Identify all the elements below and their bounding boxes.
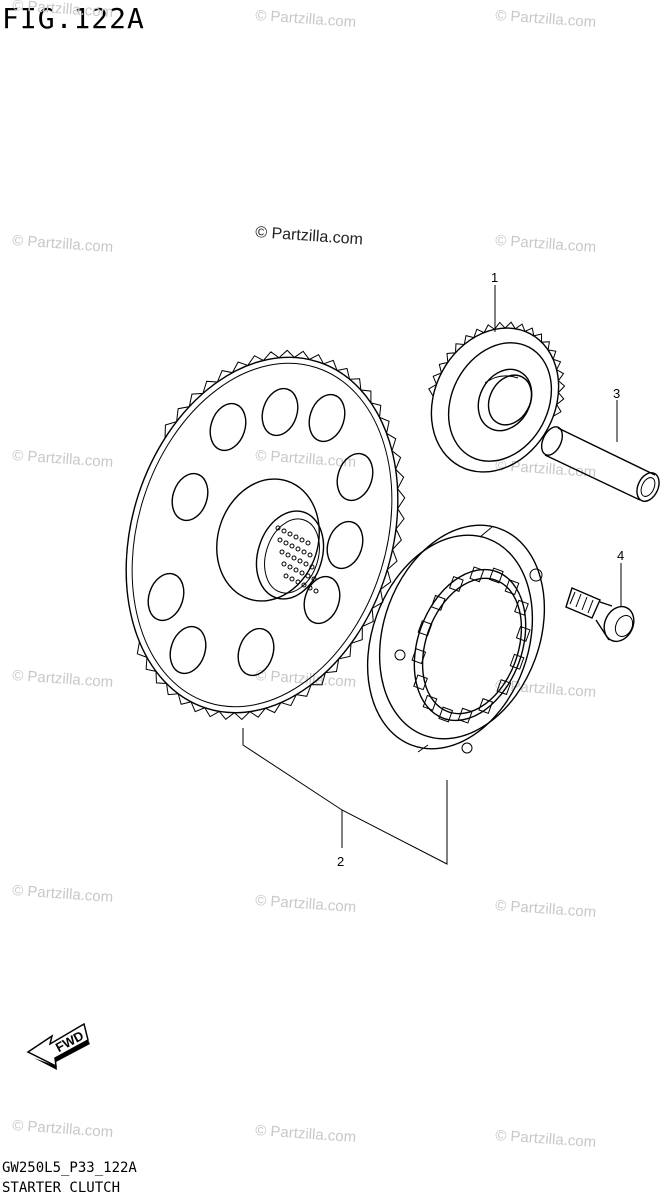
bearing-dot [281, 528, 287, 534]
clutch-roller [509, 653, 525, 670]
bearing-dot [311, 576, 317, 582]
watermark-text: © Partzilla.com [12, 0, 114, 21]
bearing-dot [281, 561, 287, 567]
bearing-dot [301, 582, 307, 588]
watermark-text: © Partzilla.com [495, 1127, 597, 1151]
gear-hole [326, 520, 364, 570]
bearing-dot [305, 573, 311, 579]
watermark-text: © Partzilla.com [12, 447, 114, 471]
clutch-roller [457, 707, 473, 724]
watermark-grid: © Partzilla.com © Partzilla.com © Partzill… [12, 0, 597, 1151]
gear-hole [336, 452, 374, 502]
gear-hole [171, 472, 209, 522]
clutch-roller [515, 625, 531, 642]
bearing-dot [303, 561, 309, 567]
watermark-text: © Partzilla.com [12, 232, 114, 256]
watermark-text: © Partzilla.com [255, 7, 357, 31]
callout-3: 3 [613, 386, 620, 401]
watermark-text: © Partzilla.com [12, 667, 114, 691]
part-4-bolt[interactable] [565, 587, 639, 646]
clutch-roller [488, 567, 504, 584]
bearing-dot [293, 534, 299, 540]
clutch-roller [514, 599, 529, 616]
gear-hole [209, 402, 247, 452]
bearing-dot [293, 567, 299, 573]
clutch-roller [430, 594, 446, 611]
bearing-dot [313, 588, 319, 594]
bearing-dot [289, 543, 295, 549]
watermark-text: © Partzilla.com [255, 667, 357, 691]
watermark-text: © Partzilla.com [495, 897, 597, 921]
watermark-text: © Partzilla.com [495, 232, 597, 256]
bearing-dot [297, 558, 303, 564]
bearing-dot [295, 546, 301, 552]
clutch-roller [417, 620, 433, 637]
bearing-dot [277, 537, 283, 543]
clutch-roller [448, 575, 464, 592]
main-watermark: © Partzilla.com [255, 224, 364, 248]
bearing-dot [299, 570, 305, 576]
clutch-roller [504, 579, 520, 596]
bearing-dot [285, 552, 291, 558]
bearing-dot [275, 525, 281, 531]
fwd-arrow-icon: FWD [26, 1022, 90, 1070]
gear-hole [169, 625, 207, 675]
callout-1: 1 [491, 270, 498, 285]
part-3-shaft[interactable] [538, 424, 664, 505]
gear-hole [308, 393, 346, 443]
figure-name: STARTER CLUTCH [2, 1180, 121, 1196]
part-2-starter-gear[interactable] [82, 322, 442, 749]
part-2-one-way-clutch[interactable] [339, 502, 573, 772]
gear-hole [147, 572, 185, 622]
bearing-dot [309, 564, 315, 570]
callout-leaders [242, 285, 622, 865]
callout-2: 2 [337, 854, 344, 869]
callout-4: 4 [617, 548, 624, 563]
bearing-dot [305, 540, 311, 546]
bearing-dot [283, 540, 289, 546]
watermark-text: © Partzilla.com [12, 882, 114, 906]
watermark-text: © Partzilla.com [255, 447, 357, 471]
bearing-dot [279, 549, 285, 555]
watermark-text: © Partzilla.com [495, 457, 597, 481]
clutch-roller [413, 674, 428, 691]
figure-code: GW250L5_P33_122A [2, 1160, 137, 1176]
bearing-dot [307, 552, 313, 558]
gear-teeth [136, 349, 406, 721]
bearing-dot [301, 549, 307, 555]
bearing-dot [287, 564, 293, 570]
watermark-text: © Partzilla.com [255, 1122, 357, 1146]
watermark-text: © Partzilla.com [495, 7, 597, 31]
bearing-dot [295, 579, 301, 585]
bearing-dot [291, 555, 297, 561]
figure-title: FIG.122A [2, 2, 145, 35]
gear-hole [261, 387, 299, 437]
gear-hole [237, 627, 275, 677]
watermark-text: © Partzilla.com [12, 1117, 114, 1141]
bearing-dot [287, 531, 293, 537]
part-1-driven-gear[interactable] [407, 306, 583, 495]
clutch-roller [469, 566, 485, 583]
bearing-dot [307, 585, 313, 591]
bearing-dot [289, 576, 295, 582]
clutch-roller [438, 706, 454, 723]
clutch-roller [478, 698, 494, 715]
bearing-dot [283, 573, 289, 579]
clutch-roller [411, 648, 427, 665]
gear-hole [303, 575, 341, 625]
watermark-text: © Partzilla.com [255, 892, 357, 916]
clutch-roller [422, 694, 438, 711]
clutch-roller [496, 679, 512, 696]
bearing-dot [299, 537, 305, 543]
